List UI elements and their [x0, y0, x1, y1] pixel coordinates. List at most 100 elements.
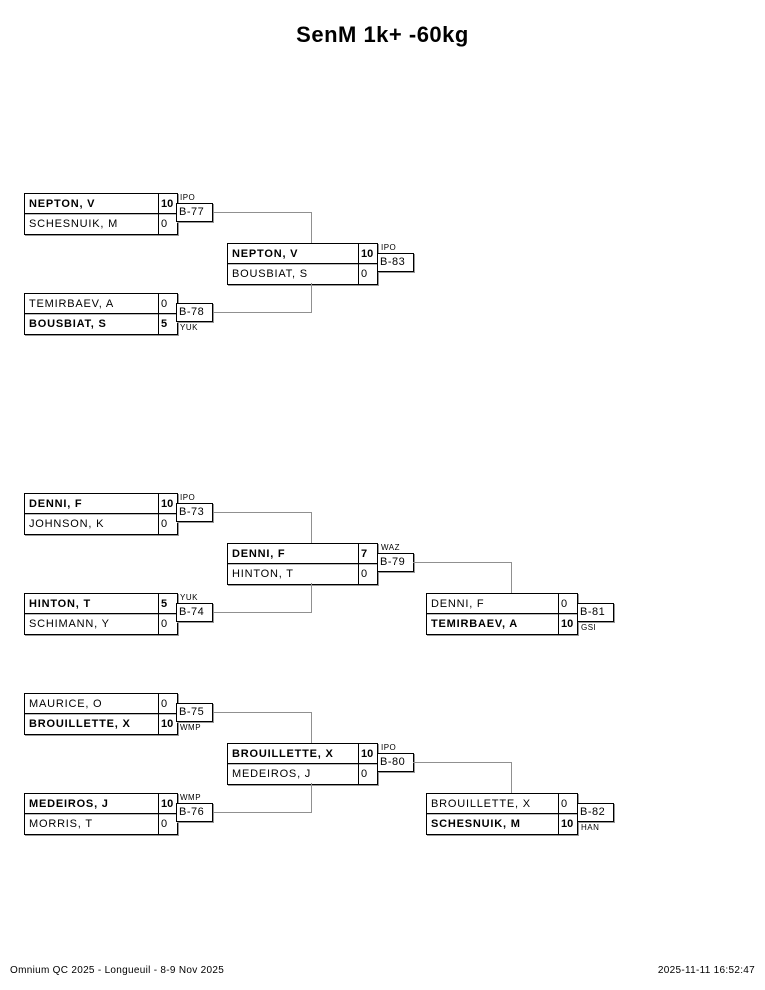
- match-tag-b77: B-77: [176, 203, 213, 222]
- match-box-b76: MEDEIROS, J 10 MORRIS, T 0: [24, 793, 178, 835]
- player-score: 0: [558, 794, 577, 813]
- player-name: BROUILLETTE, X: [232, 747, 334, 760]
- player-score: 0: [158, 614, 177, 634]
- match-row: DENNI, F 7: [228, 544, 377, 564]
- player-name: DENNI, F: [431, 597, 485, 610]
- match-row: MAURICE, O 0: [25, 694, 177, 714]
- player-score: 5: [158, 594, 177, 613]
- player-score: 5: [158, 314, 177, 334]
- match-row: SCHESNUIK, M 0: [25, 214, 177, 234]
- player-score: 0: [158, 814, 177, 834]
- player-score: 0: [558, 594, 577, 613]
- player-name: MEDEIROS, J: [29, 797, 109, 810]
- match-row: BOUSBIAT, S 5: [25, 314, 177, 334]
- connector-line: [311, 583, 312, 613]
- player-name: BROUILLETTE, X: [431, 797, 531, 810]
- player-name: SCHIMANN, Y: [29, 618, 110, 630]
- match-row: BROUILLETTE, X 10: [25, 714, 177, 734]
- match-row: MORRIS, T 0: [25, 814, 177, 834]
- match-row: HINTON, T 0: [228, 564, 377, 584]
- match-tag-b80: B-80: [377, 753, 414, 772]
- connector-line: [213, 212, 311, 213]
- result-label-b82: HAN: [581, 823, 600, 832]
- player-score: 10: [358, 244, 377, 263]
- connector-line: [213, 812, 311, 813]
- match-row: NEPTON, V 10: [228, 244, 377, 264]
- player-name: DENNI, F: [29, 497, 83, 510]
- match-row: MEDEIROS, J 0: [228, 764, 377, 784]
- player-name: SCHESNUIK, M: [431, 818, 521, 830]
- result-label-b77: IPO: [180, 193, 196, 202]
- match-box-b75: MAURICE, O 0 BROUILLETTE, X 10: [24, 693, 178, 735]
- match-row: MEDEIROS, J 10: [25, 794, 177, 814]
- player-score: 0: [158, 214, 177, 234]
- connector-line: [311, 283, 312, 313]
- player-name: MAURICE, O: [29, 697, 103, 710]
- player-name: NEPTON, V: [232, 247, 299, 260]
- player-score: 7: [358, 544, 377, 563]
- connector-line: [511, 562, 512, 593]
- player-score: 10: [158, 494, 177, 513]
- match-row: BOUSBIAT, S 0: [228, 264, 377, 284]
- connector-line: [413, 762, 511, 763]
- player-name: TEMIRBAEV, A: [29, 297, 114, 310]
- connector-line: [511, 762, 512, 793]
- match-tag-b74: B-74: [176, 603, 213, 622]
- match-row: BROUILLETTE, X 0: [427, 794, 577, 814]
- player-name: BOUSBIAT, S: [29, 318, 107, 330]
- footer-timestamp: 2025-11-11 16:52:47: [657, 965, 755, 976]
- player-name: NEPTON, V: [29, 197, 96, 210]
- connector-line: [311, 512, 312, 543]
- player-score: 10: [558, 814, 577, 834]
- result-label-b78: YUK: [180, 323, 198, 332]
- player-name: HINTON, T: [232, 568, 294, 580]
- match-tag-b76: B-76: [176, 803, 213, 822]
- match-row: NEPTON, V 10: [25, 194, 177, 214]
- match-row: SCHESNUIK, M 10: [427, 814, 577, 834]
- player-name: MEDEIROS, J: [232, 768, 312, 780]
- match-tag-b81: B-81: [577, 603, 614, 622]
- connector-line: [213, 712, 311, 713]
- match-row: TEMIRBAEV, A 0: [25, 294, 177, 314]
- player-score: 0: [358, 564, 377, 584]
- player-score: 0: [158, 514, 177, 534]
- match-box-b73: DENNI, F 10 JOHNSON, K 0: [24, 493, 178, 535]
- result-label-b80: IPO: [381, 743, 397, 752]
- match-tag-b73: B-73: [176, 503, 213, 522]
- player-name: MORRIS, T: [29, 818, 93, 830]
- match-row: DENNI, F 0: [427, 594, 577, 614]
- result-label-b75: WMP: [180, 723, 202, 732]
- connector-line: [213, 512, 311, 513]
- match-box-b81: DENNI, F 0 TEMIRBAEV, A 10: [426, 593, 578, 635]
- match-row: DENNI, F 10: [25, 494, 177, 514]
- player-name: SCHESNUIK, M: [29, 218, 119, 230]
- match-box-b82: BROUILLETTE, X 0 SCHESNUIK, M 10: [426, 793, 578, 835]
- page-title: SenM 1k+ -60kg: [296, 22, 469, 47]
- match-box-b74: HINTON, T 5 SCHIMANN, Y 0: [24, 593, 178, 635]
- player-score: 10: [158, 714, 177, 734]
- connector-line: [213, 612, 311, 613]
- player-score: 0: [358, 264, 377, 284]
- player-score: 0: [158, 294, 177, 313]
- match-box-b80: BROUILLETTE, X 10 MEDEIROS, J 0: [227, 743, 378, 785]
- match-row: BROUILLETTE, X 10: [228, 744, 377, 764]
- player-score: 0: [158, 694, 177, 713]
- result-label-b74: YUK: [180, 593, 198, 602]
- player-name: BROUILLETTE, X: [29, 718, 131, 730]
- result-label-b76: WMP: [180, 793, 202, 802]
- match-tag-b75: B-75: [176, 703, 213, 722]
- match-box-b77: NEPTON, V 10 SCHESNUIK, M 0: [24, 193, 178, 235]
- match-tag-b78: B-78: [176, 303, 213, 322]
- result-label-b79: WAZ: [381, 543, 400, 552]
- match-row: JOHNSON, K 0: [25, 514, 177, 534]
- connector-line: [413, 562, 511, 563]
- result-label-b73: IPO: [180, 493, 196, 502]
- player-score: 10: [558, 614, 577, 634]
- match-tag-b82: B-82: [577, 803, 614, 822]
- player-name: JOHNSON, K: [29, 518, 105, 530]
- footer-event-info: Omnium QC 2025 - Longueuil - 8-9 Nov 202…: [10, 965, 225, 976]
- player-score: 10: [358, 744, 377, 763]
- match-box-b78: TEMIRBAEV, A 0 BOUSBIAT, S 5: [24, 293, 178, 335]
- result-label-b81: GSI: [581, 623, 597, 632]
